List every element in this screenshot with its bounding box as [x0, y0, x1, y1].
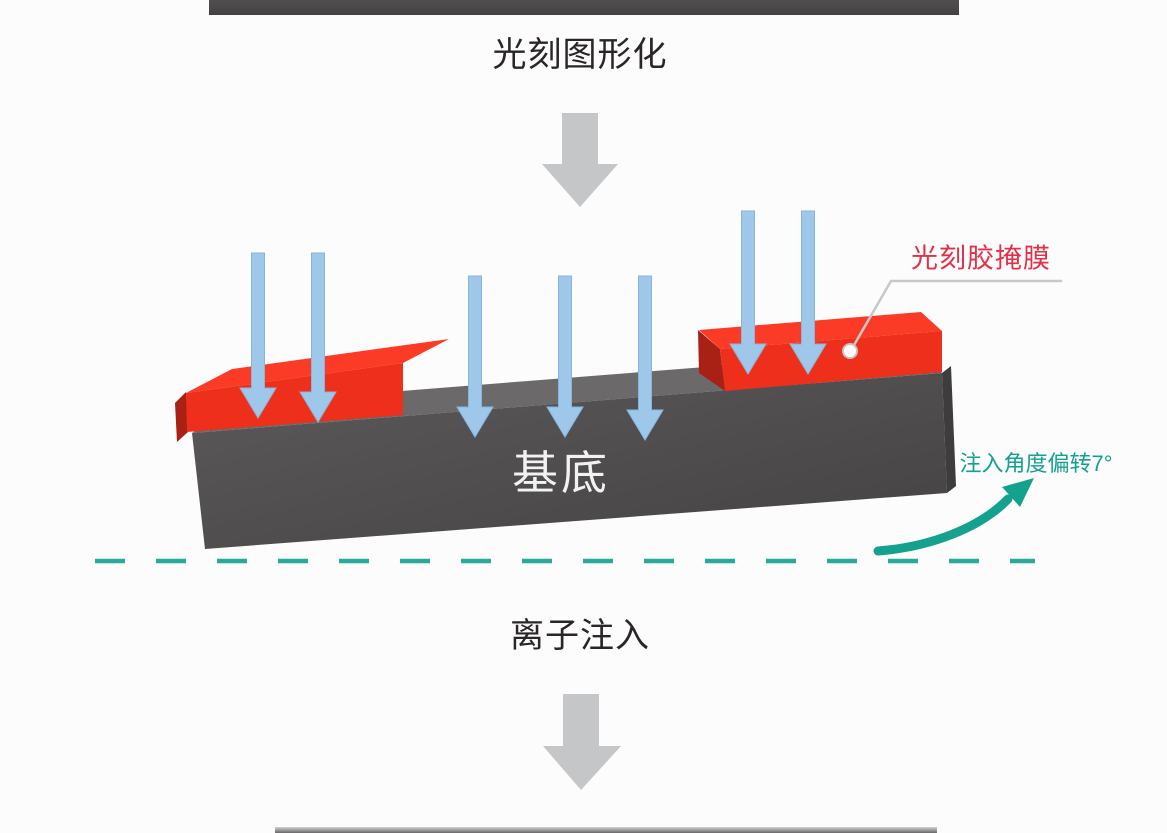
step2-title: 离子注入: [510, 617, 650, 655]
right-resist-top-face: [699, 312, 942, 349]
ion-beam-arrow: [729, 210, 767, 375]
right-resist-front-face: [720, 331, 942, 391]
flow-down-arrow-icon: [542, 113, 618, 207]
photoresist-mask-label: 光刻胶掩膜: [911, 243, 1051, 274]
ion-beam-arrow: [456, 275, 494, 438]
ion-beam-arrow: [299, 252, 337, 423]
mask-label-anchor-dot: [842, 343, 858, 359]
right-resist-side-face: [698, 330, 725, 391]
substrate-front-face: [192, 373, 947, 549]
next-step-bar: [275, 827, 937, 833]
substrate-label: 基底: [512, 447, 610, 499]
ion-beam-group: [239, 210, 827, 441]
ion-beam-arrow: [789, 210, 827, 375]
left-resist-front-face: [186, 363, 403, 432]
substrate-right-face: [942, 366, 956, 493]
ion-beam-arrow: [239, 252, 277, 419]
left-resist-side-face: [175, 392, 188, 442]
tilt-angle-arrow-head: [1002, 478, 1034, 507]
mask-label-leader-line: [848, 279, 1062, 353]
tilt-angle-arrow-curve: [873, 494, 1013, 556]
flow-down-arrow-icon: [543, 694, 621, 790]
ion-beam-arrow: [546, 275, 584, 438]
implant-angle-label: 注入角度偏转7°: [959, 451, 1113, 476]
step1-title: 光刻图形化: [492, 36, 668, 74]
previous-step-bar: [209, 0, 959, 15]
ion-beam-arrow: [626, 275, 664, 441]
